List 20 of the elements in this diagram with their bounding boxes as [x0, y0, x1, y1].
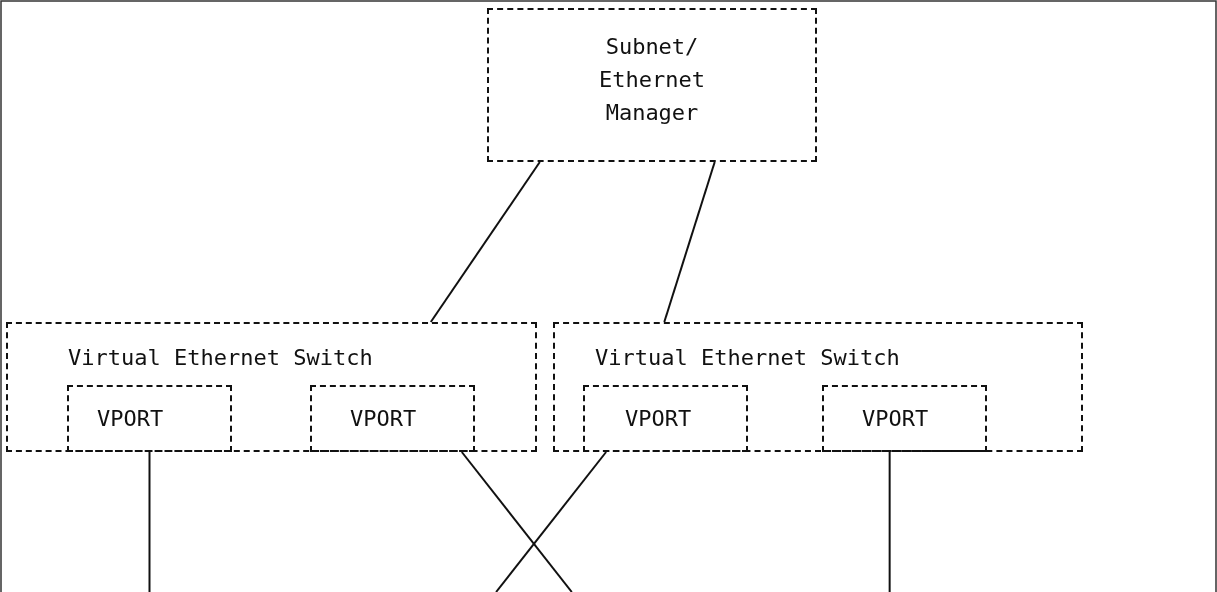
port-box	[310, 385, 475, 452]
switch-box	[6, 322, 537, 452]
node-label: VPORT	[350, 405, 417, 433]
connector-line	[663, 161, 716, 323]
node-label: VPORT	[625, 405, 692, 433]
connector-line	[148, 451, 151, 592]
manager-box	[487, 8, 817, 162]
switch-box	[553, 322, 1083, 452]
connector-line	[495, 451, 608, 592]
connector-line	[460, 451, 573, 592]
port-box	[822, 385, 987, 452]
node-label: VPORT	[862, 405, 929, 433]
port-box	[67, 385, 232, 452]
connector-line	[888, 451, 891, 592]
node-label: Virtual Ethernet Switch	[595, 344, 900, 372]
node-label: Virtual Ethernet Switch	[68, 344, 373, 372]
connector-line	[429, 161, 541, 323]
port-box	[583, 385, 748, 452]
node-label: VPORT	[97, 405, 164, 433]
node-label: Subnet/ Ethernet Manager	[598, 33, 706, 127]
